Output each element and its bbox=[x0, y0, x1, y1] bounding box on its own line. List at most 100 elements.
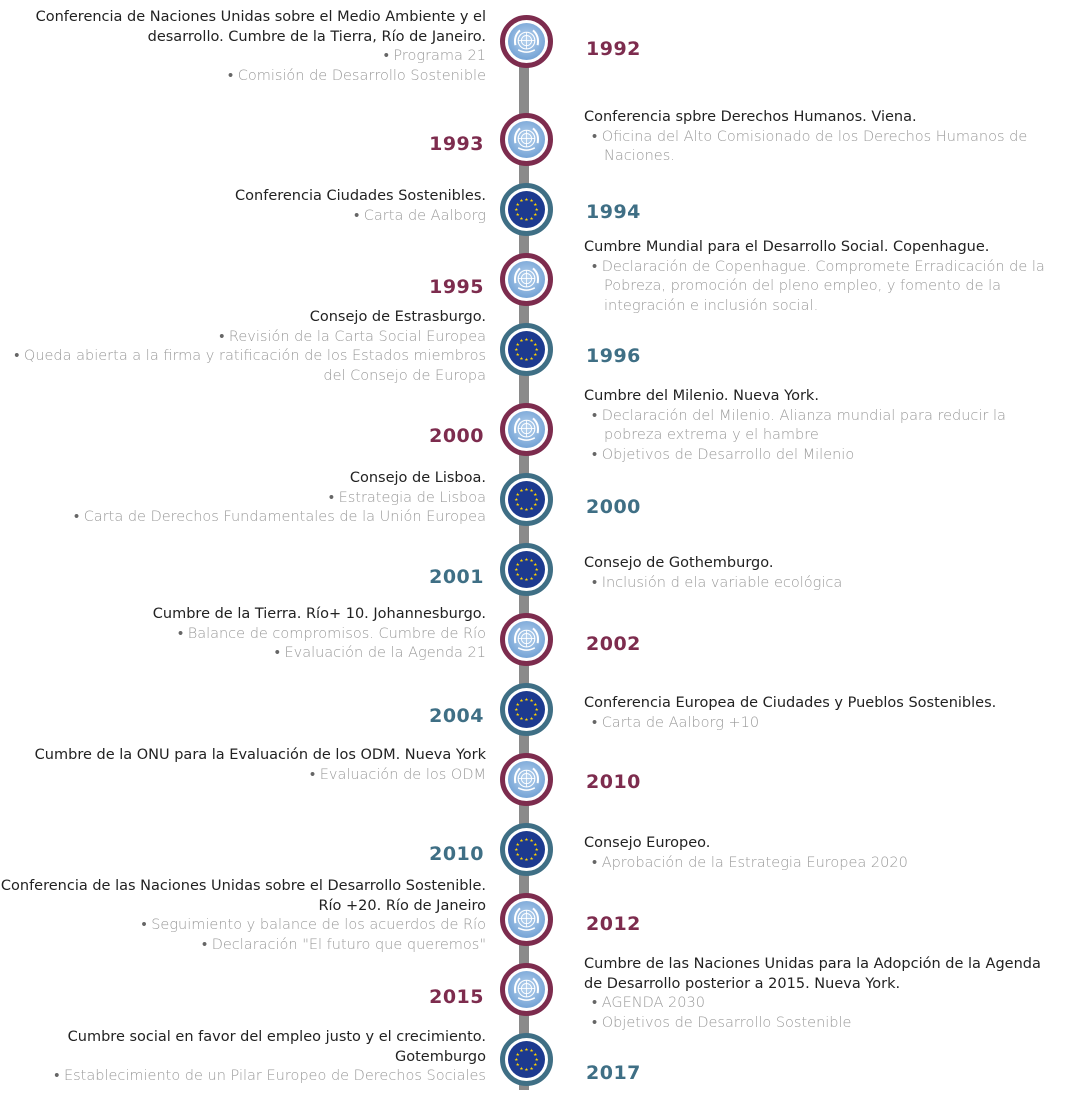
year-label: 1995 bbox=[429, 276, 484, 298]
event-bullet-item: • Evaluación de los ODM bbox=[0, 766, 486, 786]
svg-text:★: ★ bbox=[516, 212, 520, 218]
bullet-dot-icon: • bbox=[592, 258, 602, 275]
event-bullet-item: • AGENDA 2030 bbox=[584, 994, 1062, 1014]
svg-text:★: ★ bbox=[524, 857, 528, 863]
event-title: Conferencia de Naciones Unidas sobre el … bbox=[35, 9, 486, 45]
un-emblem-node bbox=[500, 403, 553, 456]
event-bullet-item: • Queda abierta a la firma y ratificació… bbox=[0, 347, 486, 386]
event-bullet-item: • Declaración del Milenio. Alianza mundi… bbox=[584, 407, 1054, 446]
event-bullet-text: Estrategia de Lisboa bbox=[338, 489, 486, 506]
bullet-dot-icon: • bbox=[592, 128, 602, 145]
svg-text:★: ★ bbox=[530, 1048, 534, 1054]
svg-text:★: ★ bbox=[516, 352, 520, 358]
un-emblem-node bbox=[500, 253, 553, 306]
svg-text:★: ★ bbox=[514, 847, 518, 853]
event-bullet-text: AGENDA 2030 bbox=[601, 995, 705, 1011]
eu-flag-icon: ★★★★★★★★★★★★ bbox=[508, 481, 545, 518]
svg-text:★: ★ bbox=[530, 576, 534, 582]
svg-text:★: ★ bbox=[535, 1057, 539, 1063]
svg-text:★: ★ bbox=[516, 1052, 520, 1058]
bullet-dot-icon: • bbox=[54, 1068, 64, 1084]
svg-text:★: ★ bbox=[516, 562, 520, 568]
event-title: Cumbre de las Naciones Unidas para la Ad… bbox=[584, 956, 1041, 992]
svg-text:★: ★ bbox=[516, 342, 520, 348]
eu-flag-node: ★★★★★★★★★★★★ bbox=[500, 323, 553, 376]
year-label: 2004 bbox=[429, 705, 484, 727]
svg-text:★: ★ bbox=[530, 356, 534, 362]
event-bullet-item: • Establecimiento de un Pilar Europeo de… bbox=[0, 1067, 486, 1087]
svg-text:★: ★ bbox=[530, 1066, 534, 1072]
svg-text:★: ★ bbox=[533, 852, 537, 858]
svg-text:★: ★ bbox=[524, 557, 528, 563]
un-emblem-node bbox=[500, 613, 553, 666]
bullet-dot-icon: • bbox=[592, 1014, 602, 1031]
year-label: 1996 bbox=[586, 345, 641, 367]
svg-text:★: ★ bbox=[535, 497, 539, 503]
bullet-dot-icon: • bbox=[592, 574, 602, 591]
event-bullet-item: • Balance de compromisos. Cumbre de Río bbox=[0, 625, 486, 645]
event-bullet-item: • Objetivos de Desarrollo Sostenible bbox=[584, 1014, 1062, 1034]
un-emblem-icon bbox=[508, 261, 545, 298]
event-bullet-item: • Oficina del Alto Comisionado de los De… bbox=[584, 128, 1044, 167]
eu-flag-icon: ★★★★★★★★★★★★ bbox=[508, 191, 545, 228]
svg-text:★: ★ bbox=[524, 697, 528, 703]
event-entry: Conferencia spbre Derechos Humanos. Vien… bbox=[584, 108, 1044, 167]
svg-text:★: ★ bbox=[533, 492, 537, 498]
bullet-dot-icon: • bbox=[354, 207, 364, 224]
un-emblem-node bbox=[500, 893, 553, 946]
event-title: Conferencia Europea de Ciudades y Pueblo… bbox=[584, 695, 997, 711]
eu-flag-node: ★★★★★★★★★★★★ bbox=[500, 473, 553, 526]
bullet-dot-icon: • bbox=[592, 854, 602, 871]
svg-text:★: ★ bbox=[516, 492, 520, 498]
event-bullet-item: • Carta de Aalborg bbox=[0, 207, 486, 227]
event-title: Cumbre de la Tierra. Río+ 10. Johannesbu… bbox=[152, 606, 486, 622]
event-bullet-item: • Declaración de Copenhague. Compromete … bbox=[584, 258, 1062, 317]
event-bullet-text: Evaluación de la Agenda 21 bbox=[284, 645, 486, 661]
svg-text:★: ★ bbox=[519, 338, 523, 344]
event-entry: Conferencia de las Naciones Unidas sobre… bbox=[0, 877, 486, 955]
event-title: Cumbre del Milenio. Nueva York. bbox=[584, 388, 819, 404]
eu-flag-icon: ★★★★★★★★★★★★ bbox=[508, 331, 545, 368]
un-emblem-node bbox=[500, 113, 553, 166]
event-bullet-item: • Revisión de la Carta Social Europea bbox=[0, 328, 486, 348]
event-bullet-text: Objetivos de Desarrollo del Milenio bbox=[601, 446, 855, 463]
un-emblem-icon bbox=[508, 411, 545, 448]
event-entry: Consejo de Estrasburgo.• Revisión de la … bbox=[0, 308, 486, 386]
event-entry: Conferencia de Naciones Unidas sobre el … bbox=[0, 8, 486, 86]
svg-text:★: ★ bbox=[530, 838, 534, 844]
event-bullet-text: Carta de Aalborg +10 bbox=[601, 714, 760, 731]
svg-text:★: ★ bbox=[533, 842, 537, 848]
event-bullet-text: Balance de compromisos. Cumbre de Río bbox=[187, 625, 486, 642]
un-emblem-icon bbox=[508, 121, 545, 158]
bullet-dot-icon: • bbox=[178, 625, 188, 642]
event-title: Conferencia de las Naciones Unidas sobre… bbox=[0, 878, 486, 914]
bullet-dot-icon: • bbox=[202, 936, 212, 953]
svg-text:★: ★ bbox=[530, 216, 534, 222]
svg-text:★: ★ bbox=[524, 507, 528, 513]
event-entry: Cumbre de la ONU para la Evaluación de l… bbox=[0, 746, 486, 785]
svg-text:★: ★ bbox=[535, 847, 539, 853]
svg-text:★: ★ bbox=[524, 577, 528, 583]
un-emblem-icon bbox=[508, 621, 545, 658]
svg-text:★: ★ bbox=[519, 506, 523, 512]
un-emblem-icon bbox=[508, 971, 545, 1008]
year-label: 2000 bbox=[586, 496, 641, 518]
svg-text:★: ★ bbox=[516, 712, 520, 718]
bullet-dot-icon: • bbox=[310, 766, 320, 783]
eu-flag-icon: ★★★★★★★★★★★★ bbox=[508, 691, 545, 728]
event-bullet-text: Carta de Derechos Fundamentales de la Un… bbox=[83, 509, 486, 525]
event-entry: Conferencia Ciudades Sostenibles.• Carta… bbox=[0, 187, 486, 226]
event-bullet-item: • Carta de Derechos Fundamentales de la … bbox=[0, 508, 486, 528]
bullet-dot-icon: • bbox=[228, 67, 238, 84]
event-bullet-text: Revisión de la Carta Social Europea bbox=[228, 328, 486, 345]
svg-text:★: ★ bbox=[533, 502, 537, 508]
event-bullet-text: Declaración "El futuro que queremos" bbox=[211, 936, 486, 953]
svg-text:★: ★ bbox=[524, 837, 528, 843]
svg-text:★: ★ bbox=[519, 856, 523, 862]
svg-text:★: ★ bbox=[519, 488, 523, 494]
event-bullet-text: Declaración de Copenhague. Compromete Er… bbox=[601, 258, 1045, 314]
year-label: 2001 bbox=[429, 566, 484, 588]
svg-text:★: ★ bbox=[519, 716, 523, 722]
event-bullet-item: • Programa 21 bbox=[0, 47, 486, 67]
event-title: Conferencia spbre Derechos Humanos. Vien… bbox=[584, 109, 917, 125]
